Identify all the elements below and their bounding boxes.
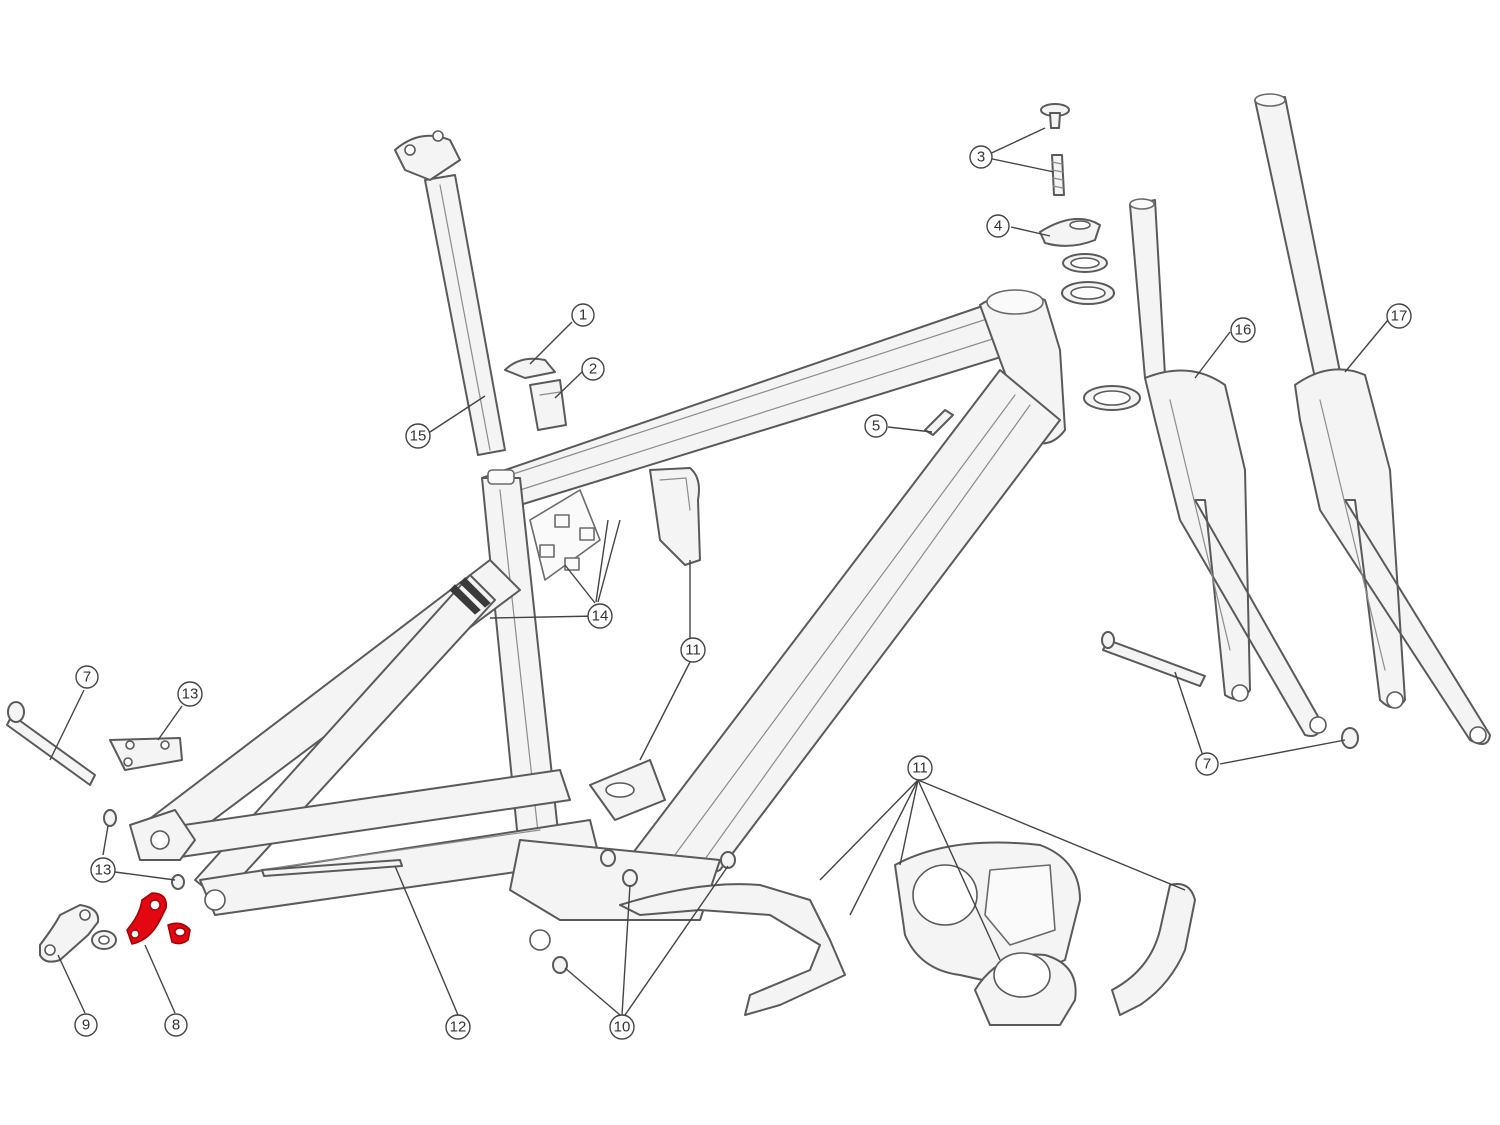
callout-8: 8	[164, 1013, 188, 1037]
callout-label: 7	[83, 669, 91, 686]
callout-13-upper: 13	[177, 681, 203, 707]
callout-7-front: 7	[1195, 752, 1219, 776]
part-11-lower-covers	[619, 841, 1196, 1026]
callout-17: 17	[1386, 303, 1412, 329]
part-11-bb-cup	[589, 759, 666, 821]
callout-3: 3	[969, 145, 993, 169]
callout-12: 12	[445, 1014, 471, 1040]
part-4-headset-cover	[1039, 217, 1141, 411]
part-8-derailleur-hanger-highlighted	[126, 892, 191, 945]
callout-1: 1	[571, 303, 595, 327]
callout-9: 9	[74, 1013, 98, 1037]
callout-2: 2	[581, 357, 605, 381]
callout-10: 10	[609, 1014, 635, 1040]
callout-label: 14	[592, 608, 609, 625]
rear-thru-axle	[6, 701, 96, 786]
callout-label: 17	[1391, 308, 1408, 325]
part-1-seat-clamp-cover	[504, 357, 556, 379]
callout-5: 5	[864, 414, 888, 438]
callout-label: 13	[182, 686, 199, 703]
part-11-cover-upper	[649, 467, 701, 566]
fork-17	[1254, 93, 1491, 745]
callout-7-rear: 7	[75, 665, 99, 689]
callout-14: 14	[587, 603, 613, 629]
part-2-seat-clamp-wedge	[529, 379, 567, 431]
callout-label: 5	[872, 418, 880, 435]
callout-11-lower: 11	[907, 755, 933, 781]
frame	[129, 289, 1066, 951]
callout-4: 4	[986, 214, 1010, 238]
front-thru-axle	[1101, 631, 1359, 749]
fork-16	[1129, 198, 1327, 737]
leader-lines	[49, 127, 1389, 1016]
callout-15: 15	[405, 423, 431, 449]
part-5-cable-guide	[924, 409, 954, 436]
seat-post	[394, 130, 506, 456]
part-12-chainstay-protector	[261, 859, 403, 877]
callout-label: 4	[994, 218, 1002, 235]
callout-label: 2	[589, 361, 597, 378]
part-13-bolts	[103, 809, 185, 890]
callout-label: 3	[977, 149, 985, 166]
callout-label: 15	[410, 428, 427, 445]
callout-label: 9	[82, 1017, 90, 1034]
part-3-top-cap-bolt	[1040, 103, 1070, 196]
part-9-derailleur-hanger	[39, 904, 117, 963]
callout-label: 10	[614, 1019, 631, 1036]
callout-label: 1	[579, 307, 587, 324]
callout-label: 7	[1203, 756, 1211, 773]
callout-label: 13	[95, 862, 112, 879]
callout-label: 8	[172, 1017, 180, 1034]
part-13-mount-plate	[109, 737, 183, 771]
callout-label: 11	[685, 642, 701, 659]
callout-label: 12	[450, 1019, 467, 1036]
callout-label: 16	[1235, 322, 1252, 339]
callout-11-upper: 11	[680, 637, 706, 663]
callout-16: 16	[1230, 317, 1256, 343]
callout-label: 11	[912, 760, 928, 777]
callout-13-lower: 13	[90, 857, 116, 883]
